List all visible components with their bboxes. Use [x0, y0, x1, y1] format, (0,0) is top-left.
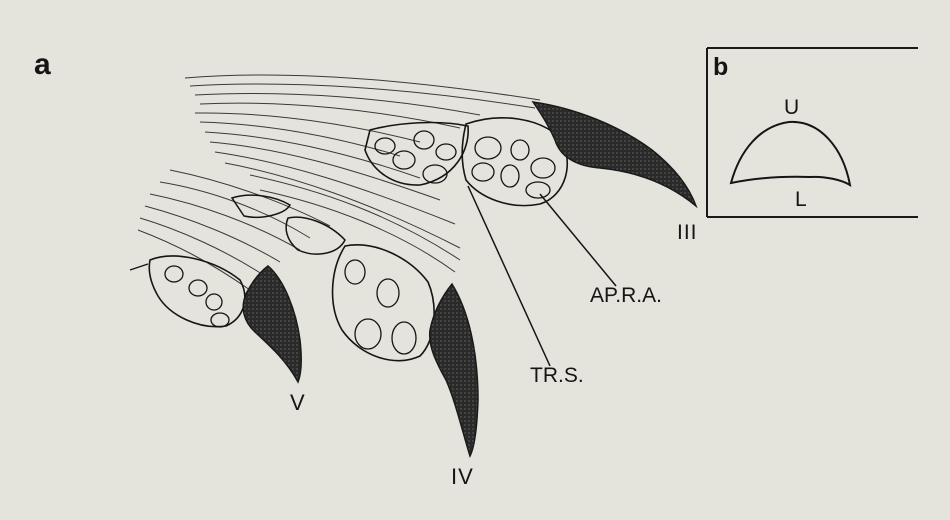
digit-v-label: V — [290, 392, 305, 414]
leader-trs — [468, 186, 550, 366]
claw-iii — [533, 102, 696, 206]
panel-b-label: b — [713, 55, 728, 80]
claw-iv — [430, 284, 478, 456]
digit-v — [130, 256, 301, 382]
claw-cross-section — [731, 122, 850, 185]
upper-label: U — [784, 97, 799, 118]
lower-label: L — [795, 189, 807, 210]
trs-label: TR.S. — [530, 365, 584, 386]
panel-a-label: a — [34, 50, 51, 80]
apra-label: AP.R.A. — [590, 285, 662, 306]
claw-v — [243, 266, 301, 382]
digit-iii — [365, 102, 696, 206]
inset-frame — [707, 48, 918, 217]
digit-iii-label: III — [677, 222, 698, 243]
digit-iv-label: IV — [451, 466, 474, 488]
leader-apra — [540, 194, 616, 286]
